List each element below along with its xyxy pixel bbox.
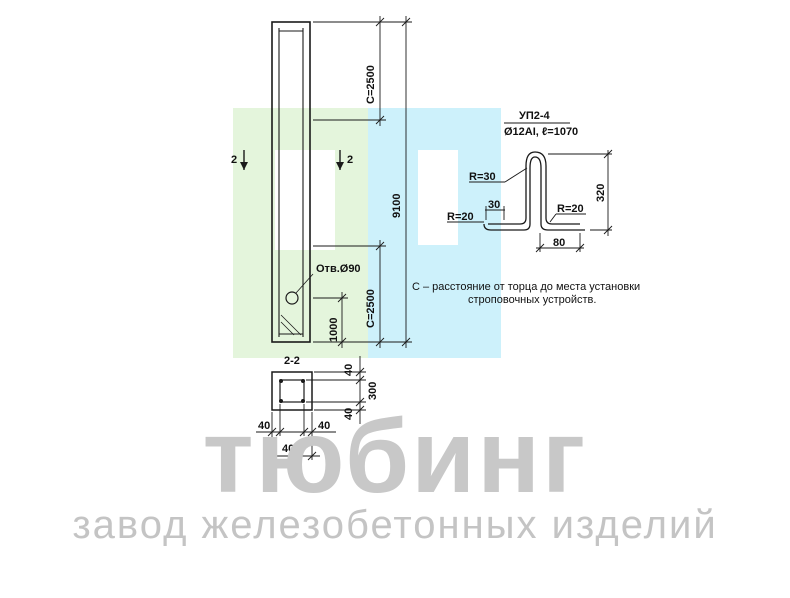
loop-radius-20-left: R=20 bbox=[447, 211, 474, 223]
section-label-right: 2 bbox=[347, 154, 353, 166]
loop-radius-20-right: R=20 bbox=[557, 203, 584, 215]
brand-subtitle: завод железобетонных изделий bbox=[72, 503, 718, 547]
section-outline bbox=[271, 371, 313, 411]
dim-1000: 1000 bbox=[328, 318, 340, 342]
loop-bar-outer bbox=[483, 156, 585, 231]
loop-dim-80: 80 bbox=[553, 237, 565, 249]
section-dim-40-right: 40 bbox=[318, 420, 330, 432]
section-dim-40-top: 40 bbox=[343, 364, 355, 376]
column-elevation bbox=[271, 21, 314, 343]
loop-dimension-lines bbox=[447, 149, 613, 253]
watermark-cutout bbox=[418, 150, 458, 245]
watermark-logo bbox=[233, 108, 501, 358]
dim-c-bottom: С=2500 bbox=[365, 289, 377, 328]
section-dimension-lines bbox=[256, 356, 366, 461]
column-outline bbox=[271, 21, 311, 343]
hole-leader bbox=[295, 273, 314, 294]
dim-total-length: 9100 bbox=[391, 194, 403, 218]
lifting-hole bbox=[285, 291, 299, 305]
note-line-2: строповочных устройств. bbox=[468, 294, 596, 306]
loop-radius-30: R=30 bbox=[469, 171, 496, 183]
watermark-cutout bbox=[275, 150, 335, 250]
lifting-loop bbox=[483, 151, 585, 231]
loop-spec: Ø12AI, ℓ=1070 bbox=[504, 126, 578, 138]
section-dim-40-bottom: 40 bbox=[343, 408, 355, 420]
rebar-hook bbox=[280, 321, 295, 336]
rebar-hook bbox=[280, 314, 302, 336]
section-dim-400: 400 bbox=[282, 443, 300, 455]
section-markers bbox=[240, 150, 344, 170]
section-rebar-cage bbox=[279, 379, 305, 403]
loop-dim-30: 30 bbox=[488, 199, 500, 211]
cross-section bbox=[271, 371, 313, 411]
loop-bar-inner bbox=[488, 151, 580, 225]
brand-title: тюбинг bbox=[202, 399, 588, 515]
section-dim-300: 300 bbox=[367, 382, 379, 400]
dim-c-top: С=2500 bbox=[365, 65, 377, 104]
loop-dim-320: 320 bbox=[595, 184, 607, 202]
section-title: 2-2 bbox=[284, 355, 300, 367]
note-line-1: С – расстояние от торца до места установ… bbox=[412, 281, 640, 293]
dimension-lines bbox=[313, 16, 412, 348]
loop-title: УП2-4 bbox=[519, 110, 551, 122]
section-label-left: 2 bbox=[231, 154, 237, 166]
hole-label: Отв.Ø90 bbox=[316, 263, 361, 275]
section-dim-40-left: 40 bbox=[258, 420, 270, 432]
